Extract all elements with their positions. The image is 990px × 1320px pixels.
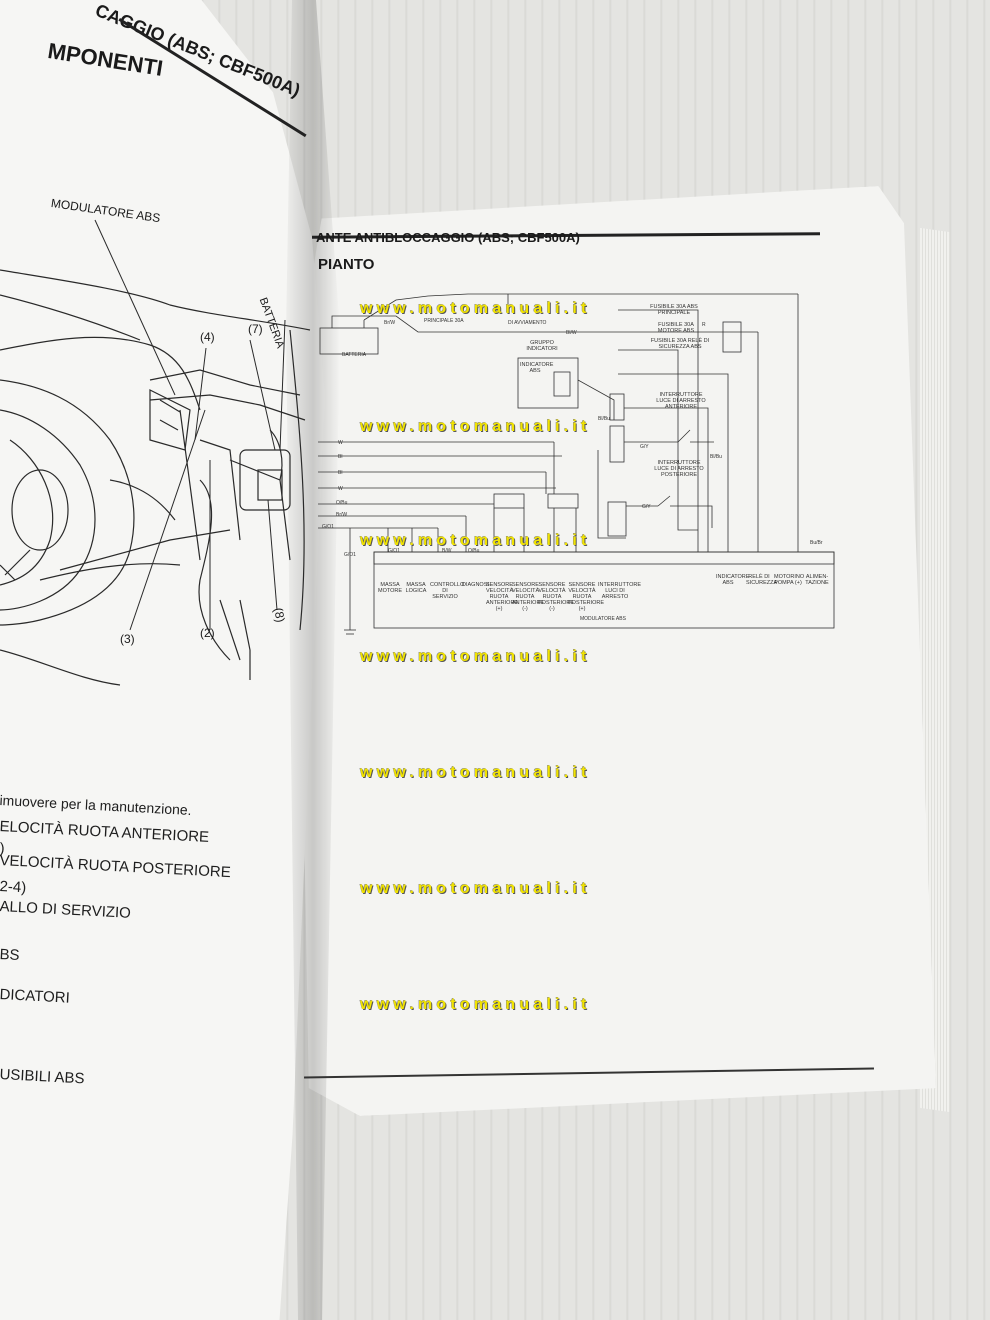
diagram-fuse-label-3: FUSIBILE 30A RELÈ DI SICUREZZA ABS xyxy=(650,338,710,350)
diagram-module-label: MODULATORE ABS xyxy=(580,616,626,622)
wire-code-16: R xyxy=(702,322,706,328)
pin-label-10: INDICATORE ABS xyxy=(716,574,750,586)
motorcycle-illustration xyxy=(0,219,311,686)
pin-label-13: ALIMEN-TAZIONE xyxy=(805,574,829,586)
pin-label-2: MASSA LOGICA xyxy=(405,582,427,594)
abs-wiring-diagram xyxy=(318,293,835,635)
wire-code-13: G/Y xyxy=(642,504,651,510)
wire-code-3: Bl xyxy=(338,470,343,476)
left-page xyxy=(0,0,325,1320)
wire-code-6: Br/W xyxy=(336,512,348,518)
wire-code-4: W xyxy=(338,486,343,492)
wire-code-19: Bu/Br xyxy=(810,540,823,546)
diagram-fuse-label-1: FUSIBILE 30A ABS PRINCIPALE xyxy=(650,304,698,316)
diagram-switch-rear-label: INTERRUTTORE LUCE DI ARRESTO POSTERIORE xyxy=(654,460,704,478)
list-line-8: DICATORI xyxy=(0,986,71,1007)
wire-code-17: Bl/Bu xyxy=(710,454,722,460)
pin-label-8: SENSORE VELOCITÀ RUOTA POSTERIORE (+) xyxy=(568,582,605,612)
diagram-indicator-group-label: GRUPPO INDICATORI xyxy=(526,340,558,352)
pin-label-7: SENSORE VELOCITÀ RUOTA POSTERIORE (-) xyxy=(538,582,575,612)
watermark-1: www.motomanuali.it xyxy=(360,300,591,317)
callout-7: (7) xyxy=(248,322,263,336)
wire-code-2: Bl xyxy=(338,454,343,460)
watermark-4: www.motomanuali.it xyxy=(360,648,591,665)
wire-code-8: G/O1 xyxy=(344,552,356,558)
diagram-battery-label: BATTERIA xyxy=(342,352,367,358)
wire-code-18: Br/W xyxy=(384,320,396,326)
watermark-5: www.motomanuali.it xyxy=(360,764,591,781)
pin-label-11: RELÈ DI SICUREZZA xyxy=(746,574,778,586)
diagram-indicator-abs-label: INDICATORE ABS xyxy=(520,362,554,374)
watermark-3: www.motomanuali.it xyxy=(360,532,591,549)
right-section-title: PIANTO xyxy=(318,256,375,273)
watermark-2: www.motomanuali.it xyxy=(360,418,591,435)
wire-code-9: G/O1 xyxy=(388,548,400,554)
pin-label-5: SENSORE VELOCITÀ RUOTA ANTERIORE (+) xyxy=(486,582,519,612)
wire-code-14: Bl/Bu xyxy=(598,416,610,422)
diagram-start-label: DI AVVIAMENTO xyxy=(508,320,547,326)
right-header: ANTE ANTIBLOCCAGGIO (ABS; CBF500A) xyxy=(316,230,580,245)
list-line-5: 2-4) xyxy=(0,878,27,897)
wire-code-1: W xyxy=(338,440,343,446)
pin-label-12: MOTORINO POMPA (+) xyxy=(774,574,805,586)
callout-4: (4) xyxy=(200,330,215,344)
wire-code-11: O/Bu xyxy=(468,548,480,554)
wire-code-7: G/O1 xyxy=(322,524,334,530)
wire-code-10: B/W xyxy=(442,548,452,554)
pin-label-9: INTERRUTTORE LUCI DI ARRESTO xyxy=(598,582,641,600)
diagram-fuse-label-2: FUSIBILE 30A MOTORE ABS xyxy=(657,322,695,334)
pin-label-3: CONTROLLO DI SERVIZIO xyxy=(430,582,465,600)
pin-label-4: DIAGNOSI xyxy=(462,582,489,588)
wire-code-5: O/Bu xyxy=(336,500,348,506)
list-line-7: BS xyxy=(0,946,20,965)
diagram-main-fuse-label: PRINCIPALE 30A xyxy=(424,318,464,324)
pin-label-1: MASSA MOTORE xyxy=(378,582,403,594)
callout-2: (2) xyxy=(200,626,215,640)
diagram-switch-front-label: INTERRUTTORE LUCE DI ARRESTO ANTERIORE xyxy=(656,392,706,410)
right-page xyxy=(296,186,936,1116)
callout-8: (8) xyxy=(271,606,288,624)
watermark-7: www.motomanuali.it xyxy=(360,996,591,1013)
watermark-6: www.motomanuali.it xyxy=(360,880,591,897)
pin-label-6: SENSORE VELOCITÀ RUOTA ANTERIORE (-) xyxy=(512,582,545,612)
wire-code-12: G/Y xyxy=(640,444,649,450)
callout-3: (3) xyxy=(120,632,135,646)
wire-code-15: Bl/W xyxy=(566,330,577,336)
